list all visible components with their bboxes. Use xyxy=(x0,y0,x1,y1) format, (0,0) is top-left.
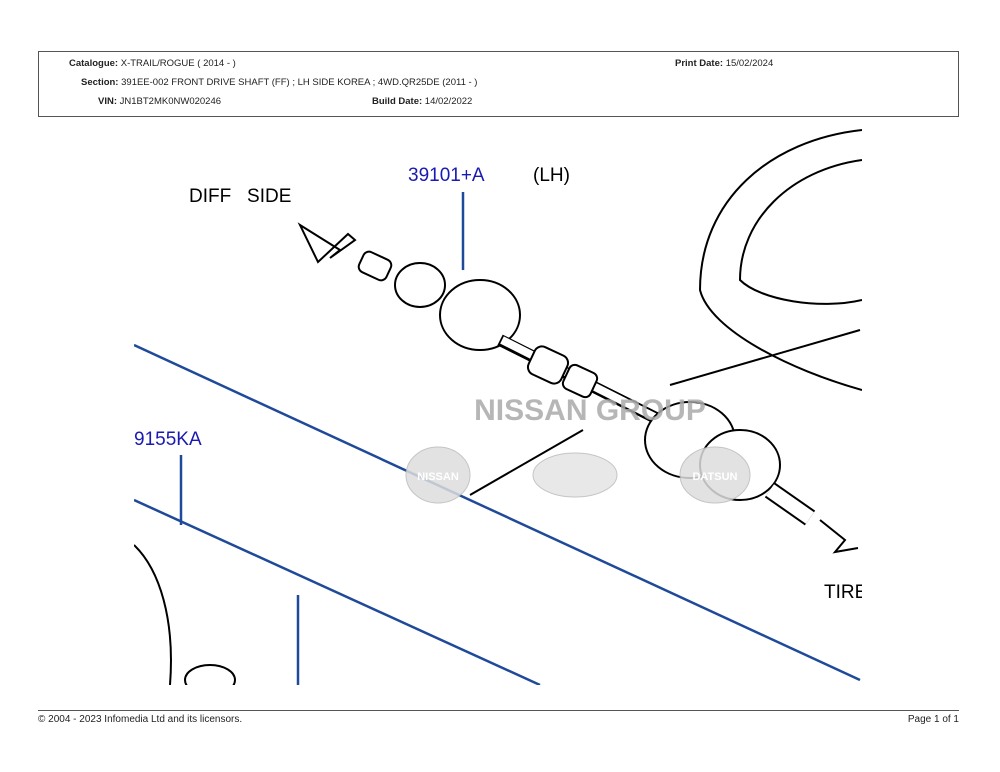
catalogue-label: Catalogue: xyxy=(69,58,119,69)
diff-side-label: DIFF SIDE xyxy=(189,186,291,207)
copyright: © 2004 - 2023 Infomedia Ltd and its lice… xyxy=(38,714,243,725)
vehicle-outline xyxy=(134,129,862,685)
tire-side-label: TIRE xyxy=(824,582,862,603)
exploded-diagram: NISSAN GROUP NISSAN DATSUN 39101+A (LH) … xyxy=(134,128,862,685)
catalogue-value: X-TRAIL/ROGUE ( 2014 - ) xyxy=(120,58,236,69)
vin-value: JN1BT2MK0NW020246 xyxy=(119,96,222,107)
watermark-text: NISSAN GROUP xyxy=(474,394,706,427)
frame-lines xyxy=(134,192,861,685)
header-box: Catalogue: X-TRAIL/ROGUE ( 2014 - ) Prin… xyxy=(38,51,959,117)
page-number: Page 1 of 1 xyxy=(907,714,959,725)
nissan-logo: NISSAN xyxy=(417,471,459,483)
part-number-label[interactable]: 39101+A xyxy=(408,165,485,186)
print-date-value: 15/02/2024 xyxy=(725,58,774,69)
vin-label: VIN: xyxy=(98,96,117,107)
diagram-drawing: NISSAN GROUP NISSAN DATSUN 39101+A (LH) … xyxy=(134,129,862,685)
section-value: 391EE-002 FRONT DRIVE SHAFT (FF) ; LH SI… xyxy=(121,77,478,88)
side-label: (LH) xyxy=(533,165,570,186)
part-number-2-label[interactable]: 9155KA xyxy=(134,429,202,450)
drive-shaft xyxy=(297,222,861,554)
datsun-logo: DATSUN xyxy=(692,471,737,483)
footer-divider xyxy=(38,710,959,711)
build-date-value: 14/02/2022 xyxy=(424,96,473,107)
section-label: Section: xyxy=(81,77,119,88)
watermark-logos xyxy=(405,446,751,504)
print-date-label: Print Date: xyxy=(675,58,724,69)
build-date-label: Build Date: xyxy=(372,96,423,107)
